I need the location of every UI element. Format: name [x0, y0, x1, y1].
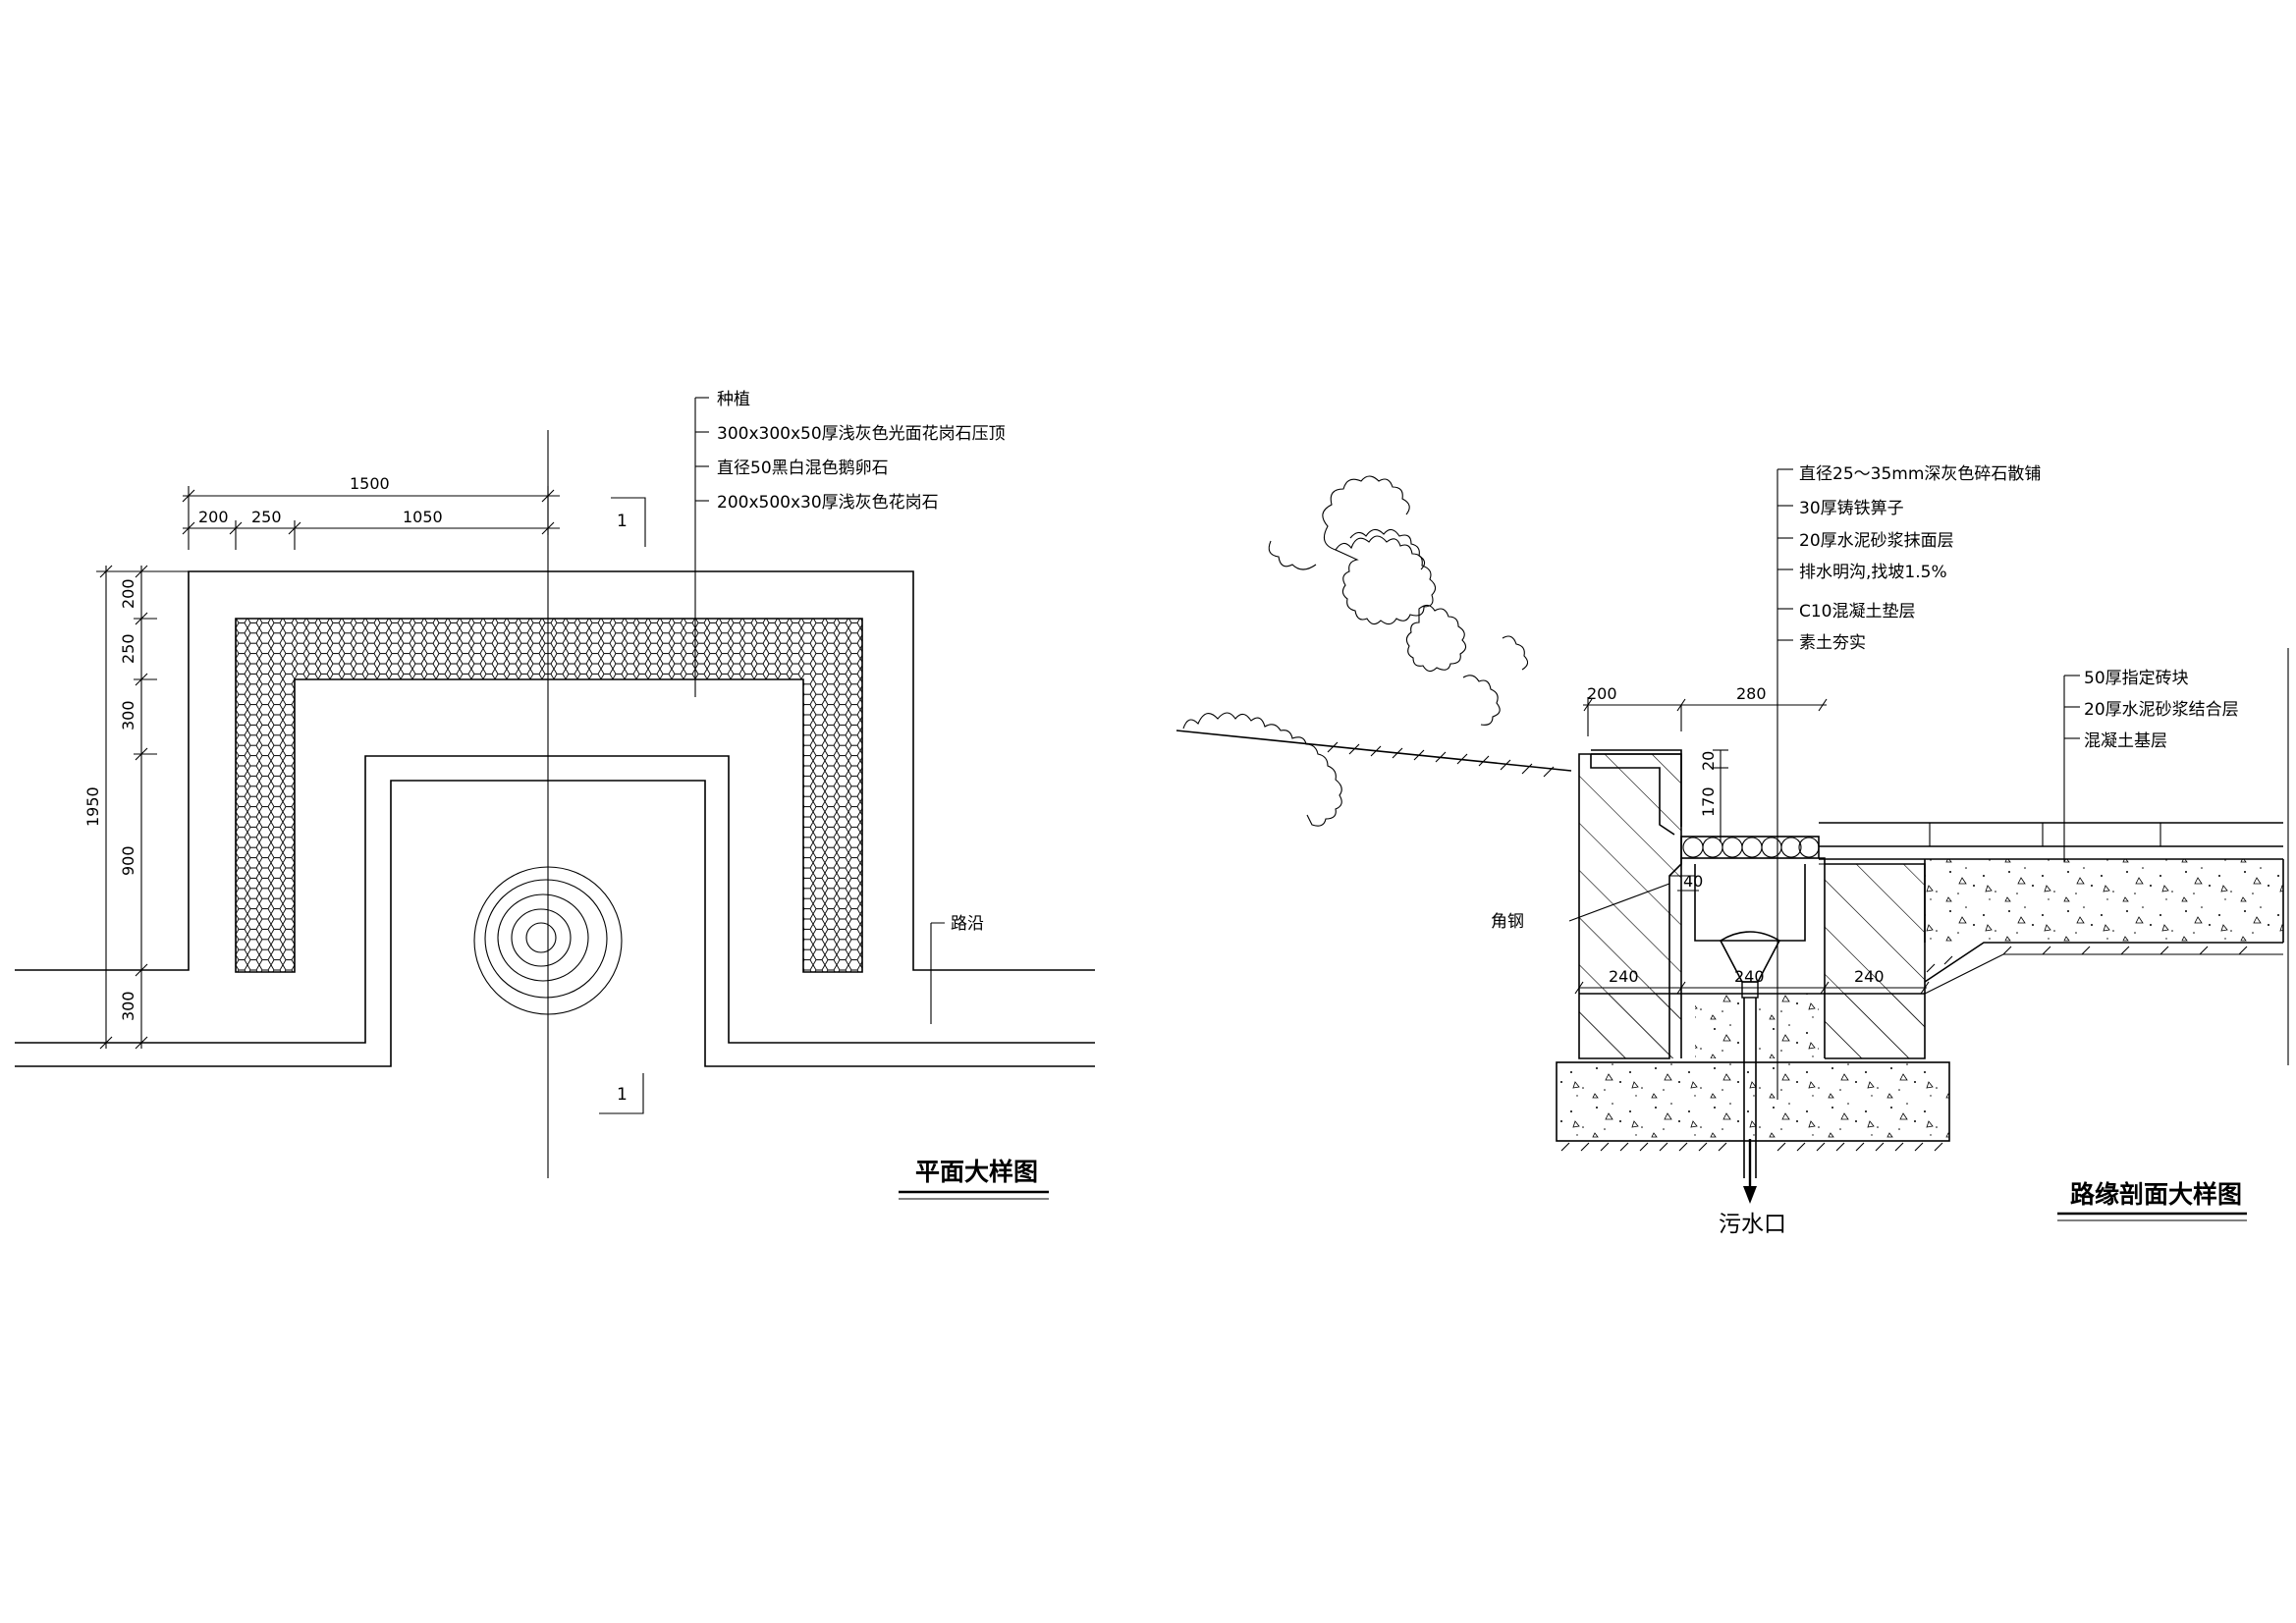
callout-granite-coping: 300x300x50厚浅灰色光面花岗石压顶	[717, 424, 1006, 444]
dim-1500: 1500	[350, 474, 390, 493]
callout-bedding: 20厚水泥砂浆结合层	[2084, 700, 2239, 720]
dim-v-900: 900	[119, 845, 137, 876]
outlet-arrow	[1743, 1186, 1757, 1204]
plan-view: 1 1 1500 200 250 1050	[15, 390, 1095, 1200]
dim-bottom-240b: 240	[1734, 967, 1765, 986]
concrete-footing	[1556, 1061, 1950, 1142]
section-dims-small: 20 170 40	[1677, 749, 1728, 892]
fountain-icon	[473, 866, 623, 1015]
soil-hatch	[1327, 741, 1555, 778]
plan-callouts: 种植 300x300x50厚浅灰色光面花岗石压顶 直径50黑白混色鹅卵石 200…	[694, 390, 1006, 697]
dim-1050: 1050	[403, 508, 443, 526]
section-view: 200 280 20 170 40 240 240 240	[1175, 464, 2289, 1237]
callout-granite-slab: 200x500x30厚浅灰色花岗石	[717, 493, 939, 513]
dim-bottom-240c: 240	[1854, 967, 1885, 986]
section-callouts-right: 50厚指定砖块 20厚水泥砂浆结合层 混凝土基层	[2063, 669, 2239, 862]
section-dims-top: 200 280	[1583, 684, 1828, 736]
dim-v-300b: 300	[119, 991, 137, 1021]
brick-paving	[1819, 648, 2289, 1065]
plan-dims-horizontal: 1500 200 250 1050	[182, 474, 560, 550]
soil-slope	[1175, 730, 1572, 772]
callout-grate: 30厚铸铁箅子	[1799, 499, 1904, 518]
callout-concrete-base: 混凝土基层	[2084, 731, 2167, 751]
curb-label: 路沿	[951, 914, 984, 934]
plan-title: 平面大样图	[915, 1158, 1038, 1186]
drain-channel	[1669, 836, 1826, 1204]
angle-steel-callout: 角钢	[1491, 883, 1670, 932]
dim-top-200: 200	[1587, 684, 1617, 703]
drain-outlet-label: 污水口	[1719, 1212, 1786, 1237]
callout-soil: 素土夯实	[1799, 633, 1866, 653]
callout-channel: 排水明沟,找坡1.5%	[1799, 563, 1947, 582]
dim-40: 40	[1683, 872, 1703, 891]
drain-funnel	[1719, 931, 1781, 983]
dim-200: 200	[198, 508, 229, 526]
coping-cap	[1591, 749, 1682, 827]
section-title: 路缘剖面大样图	[2070, 1180, 2242, 1209]
pebble-band	[235, 618, 863, 973]
callout-brick: 50厚指定砖块	[2084, 669, 2189, 688]
gravel-row	[1682, 837, 1820, 858]
dim-bottom-240a: 240	[1609, 967, 1639, 986]
section-mark-top: 1	[611, 497, 646, 547]
shrub-icon	[1182, 475, 1529, 827]
curb-callout: 路沿	[930, 914, 984, 1024]
section-mark-bottom: 1	[599, 1073, 644, 1114]
dim-170: 170	[1699, 786, 1718, 817]
callout-c10: C10混凝土垫层	[1799, 602, 1916, 622]
dim-v-200: 200	[119, 578, 137, 609]
plan-dims-vertical: 200 250 300 900 300 1950	[83, 565, 189, 1050]
section-mark-bottom-label: 1	[617, 1085, 628, 1105]
dim-250: 250	[251, 508, 282, 526]
dim-20: 20	[1699, 751, 1718, 771]
callout-gravel: 直径25～35mm深灰色碎石散铺	[1799, 464, 2041, 484]
callout-planting: 种植	[717, 390, 750, 409]
angle-steel-label: 角钢	[1491, 912, 1524, 932]
section-dims-bottom: 240 240 240	[1574, 967, 1930, 995]
road-line-2	[15, 755, 1095, 1044]
dim-v-250: 250	[119, 633, 137, 664]
dim-v-300a: 300	[119, 700, 137, 730]
section-mark-top-label: 1	[617, 512, 628, 531]
callout-mortar: 20厚水泥砂浆抹面层	[1799, 531, 1954, 551]
callout-pebbles: 直径50黑白混色鹅卵石	[717, 459, 889, 478]
section-callouts-left: 直径25～35mm深灰色碎石散铺 30厚铸铁箅子 20厚水泥砂浆抹面层 排水明沟…	[1777, 464, 2041, 1100]
dim-top-280: 280	[1736, 684, 1767, 703]
dim-v-1950: 1950	[83, 786, 102, 827]
